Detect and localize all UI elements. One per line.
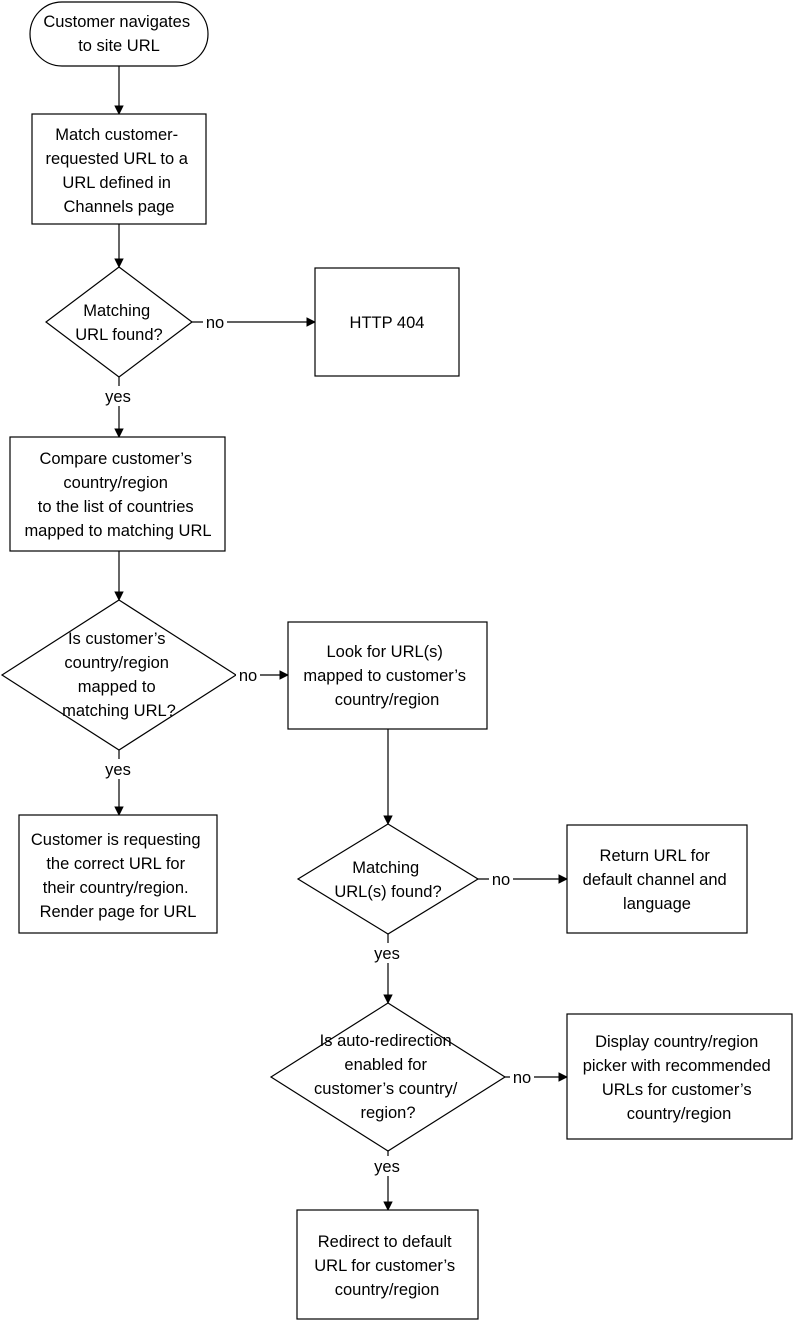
compare-country-label: Compare customer’s country/region to the… [24, 450, 211, 540]
country-mapped-decision [0, 599, 238, 751]
matching-url-decision [45, 266, 193, 378]
return-default-label: Return URL for default channel and langu… [583, 847, 732, 913]
edge-label-yes: yes [374, 945, 400, 963]
matching-urls-decision [296, 823, 480, 935]
edge-label-no: no [513, 1069, 531, 1087]
edge-label-no: no [239, 667, 257, 685]
display-picker-label: Display country/region picker with recom… [583, 1033, 776, 1123]
edge-label-bg [101, 386, 135, 406]
edge-label-bg [510, 1067, 534, 1087]
look-for-urls-process [287, 621, 488, 730]
edge-labels: no yes no yes no yes no yes [101, 312, 534, 1176]
compare-country-process [9, 436, 226, 552]
redirect-default-label: Redirect to default URL for customer’s c… [314, 1233, 460, 1299]
edge-label-no: no [206, 314, 224, 332]
edge-label-yes: yes [105, 761, 131, 779]
edge-label-bg [370, 943, 404, 963]
edge-label-yes: yes [105, 388, 131, 406]
look-for-urls-label: Look for URL(s) mapped to customer’s cou… [303, 643, 470, 709]
edge-label-no: no [492, 871, 510, 889]
start-label: Customer navigates to site URL [43, 13, 194, 55]
edge-label-bg [489, 869, 513, 889]
edge-label-bg [370, 1156, 404, 1176]
node-labels: Customer navigates to site URL Match cus… [24, 13, 776, 1299]
start-terminal [29, 1, 209, 67]
auto-redirect-decision [269, 1002, 507, 1152]
match-url-label: Match customer- requested URL to a URL d… [45, 126, 192, 216]
display-picker-process [566, 1013, 793, 1140]
correct-url-process [18, 814, 218, 934]
match-url-process [31, 113, 207, 225]
redirect-default-process [296, 1209, 479, 1320]
correct-url-label: Customer is requesting the correct URL f… [31, 831, 205, 921]
edge-label-yes: yes [374, 1158, 400, 1176]
matching-urls-decision-label: Matching URL(s) found? [334, 859, 441, 901]
return-default-process [566, 824, 748, 934]
http-404-label: HTTP 404 [350, 314, 425, 332]
http-404-process [314, 267, 460, 377]
auto-redirect-decision-label: Is auto-redirection enabled for customer… [314, 1032, 462, 1122]
matching-url-decision-label: Matching URL found? [75, 302, 162, 344]
edge-label-bg [101, 759, 135, 779]
country-mapped-decision-label: Is customer’s country/region mapped to m… [62, 630, 176, 720]
edge-label-bg [236, 665, 260, 685]
edge-label-bg [203, 312, 227, 332]
